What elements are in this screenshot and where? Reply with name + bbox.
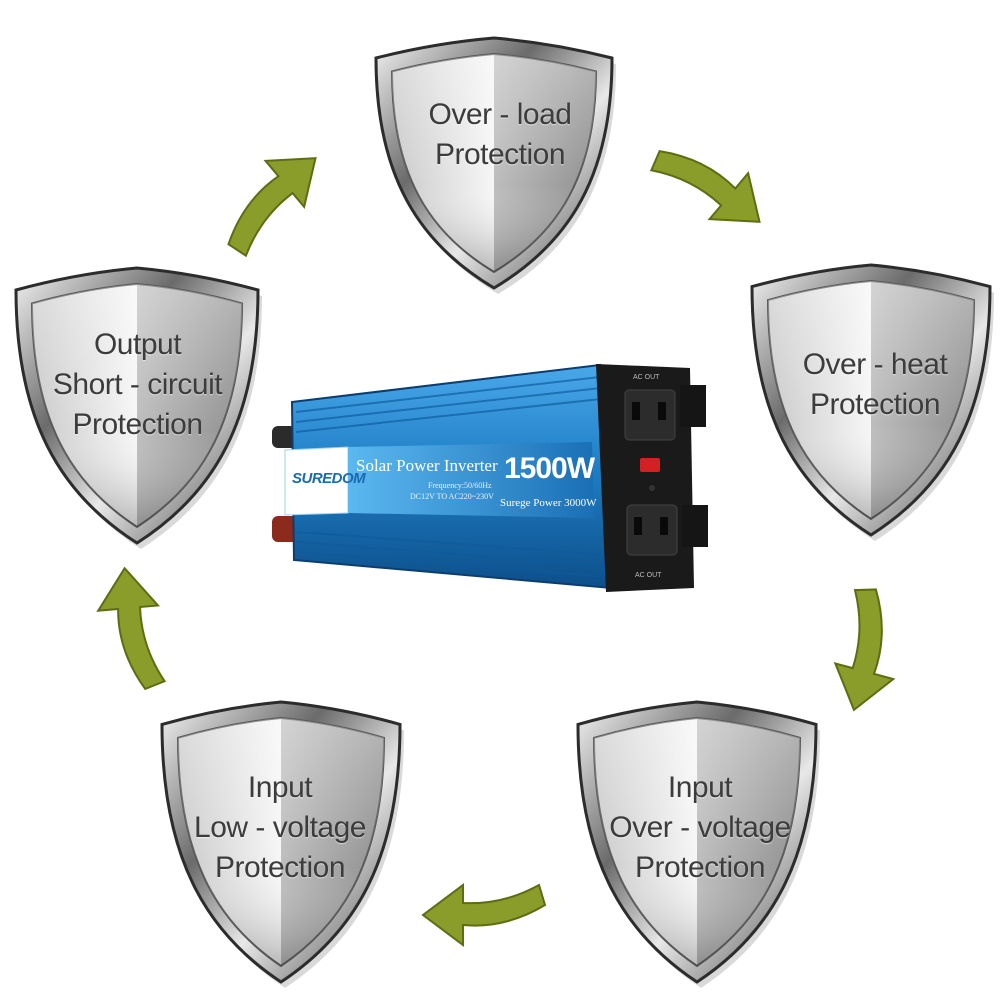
shield-output-short-circuit [14, 266, 262, 549]
shield-label-line: Output [93, 328, 182, 361]
inverter-brand: SUREDOM [292, 470, 366, 487]
shield-label-line: Over - voltage [609, 811, 791, 844]
shield-label-line: Protection [72, 408, 203, 441]
inverter-end-label-bottom: AC OUT [635, 572, 662, 579]
shield-label-line: Input [667, 771, 733, 804]
shield-label-input-over-voltage: Input Over - voltage Protection [585, 768, 815, 888]
shield-label-over-heat: Over - heat Protection [760, 340, 990, 430]
inverter-product-name: Solar Power Inverter [356, 456, 498, 475]
arrow-output-short-circuit-to-over-load-icon [227, 157, 317, 258]
shield-label-line: Protection [214, 851, 346, 884]
shield-label-line: Protection [434, 138, 566, 171]
inverter-end-label-top: AC OUT [633, 374, 660, 381]
power-switch [640, 458, 660, 472]
shield-label-line: Protection [809, 388, 941, 421]
inverter-frequency: Frequency:50/60Hz [428, 481, 492, 490]
arrow-input-low-voltage-to-output-short-circuit-icon [96, 566, 167, 691]
shield-label-line: Low - voltage [194, 811, 366, 844]
shield-label-over-load: Over - load Protection [380, 80, 620, 190]
shield-input-low-voltage [160, 700, 404, 988]
shield-label-line: Short - circuit [52, 368, 223, 401]
shield-label-output-short-circuit: Output Short - circuit Protection [20, 325, 255, 445]
shield-over-heat [750, 263, 994, 541]
inverter-illustration [272, 363, 708, 592]
inverter-voltage: DC12V TO AC220~230V [410, 492, 494, 501]
shield-label-line: Protection [634, 851, 766, 884]
label-panel [348, 442, 594, 518]
arrow-over-load-to-over-heat-icon [649, 149, 761, 223]
shield-label-line: Input [247, 771, 313, 804]
inverter-surge: Surege Power 3000W [500, 497, 597, 509]
shield-label-line: Over - heat [802, 348, 948, 381]
shield-label-line: Over - load [428, 98, 572, 131]
shield-input-over-voltage [576, 700, 820, 988]
shield-label-input-low-voltage: Input Low - voltage Protection [165, 768, 395, 888]
inverter-power-rating: 1500W [504, 452, 595, 485]
shield-over-load [374, 36, 616, 294]
arrow-input-over-voltage-to-input-low-voltage-icon [421, 883, 547, 947]
arrow-over-heat-to-input-over-voltage-icon [833, 588, 896, 712]
